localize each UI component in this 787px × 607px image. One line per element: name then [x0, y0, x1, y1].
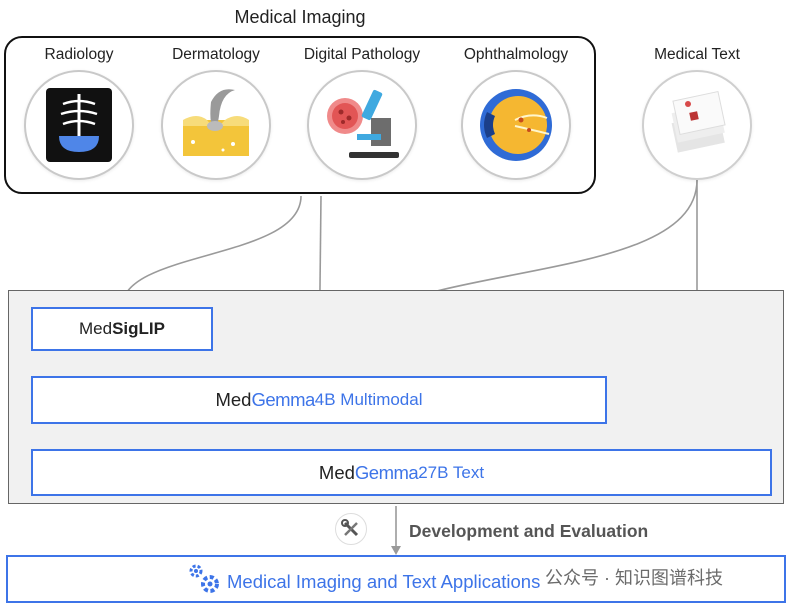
applications-box[interactable]	[6, 555, 786, 603]
watermark-text: 公众号 · 知识图谱科技	[545, 568, 723, 588]
medgemma-4b-suffix: 4B Multimodal	[314, 390, 423, 409]
medgemma-27b-prefix: Med	[318, 461, 355, 483]
tools-icon	[335, 513, 367, 545]
eye-fundus-icon	[480, 89, 552, 161]
arrow-head	[391, 546, 401, 555]
medgemma-4b-name: Gemma	[251, 389, 315, 410]
ophthalmology-circle	[461, 70, 571, 180]
medical-text-label: Medical Text	[654, 46, 740, 63]
medsiglip-name: SigLIP	[112, 319, 165, 338]
dermatology-circle	[161, 70, 271, 180]
radiology-circle	[24, 70, 134, 180]
radiology-label: Radiology	[44, 46, 114, 63]
dermatology-label: Dermatology	[172, 46, 260, 63]
medgemma-27b-name: Gemma	[354, 461, 419, 483]
chest-xray-icon	[46, 88, 112, 162]
connector-imaging-siglip	[121, 195, 302, 308]
medgemma-4b-prefix: Med	[215, 389, 252, 410]
skin-layer-icon	[183, 89, 249, 156]
ophthalmology-label: Ophthalmology	[463, 46, 569, 63]
development-label: Development and Evaluation	[409, 521, 649, 541]
digital-pathology-label: Digital Pathology	[303, 46, 421, 63]
microscope-icon	[327, 89, 399, 158]
medical-text-circle	[642, 70, 752, 180]
applications-label: Medical Imaging and Text Applications	[227, 571, 541, 592]
medical-imaging-title: Medical Imaging	[234, 7, 366, 27]
medgemma-27b-suffix: 27B Text	[418, 462, 485, 482]
document-stack-icon	[671, 90, 726, 153]
digital-pathology-circle	[307, 70, 417, 180]
medsiglip-prefix: Med	[79, 319, 113, 338]
gears-icon	[189, 564, 219, 593]
medical-imaging-group	[4, 36, 596, 194]
